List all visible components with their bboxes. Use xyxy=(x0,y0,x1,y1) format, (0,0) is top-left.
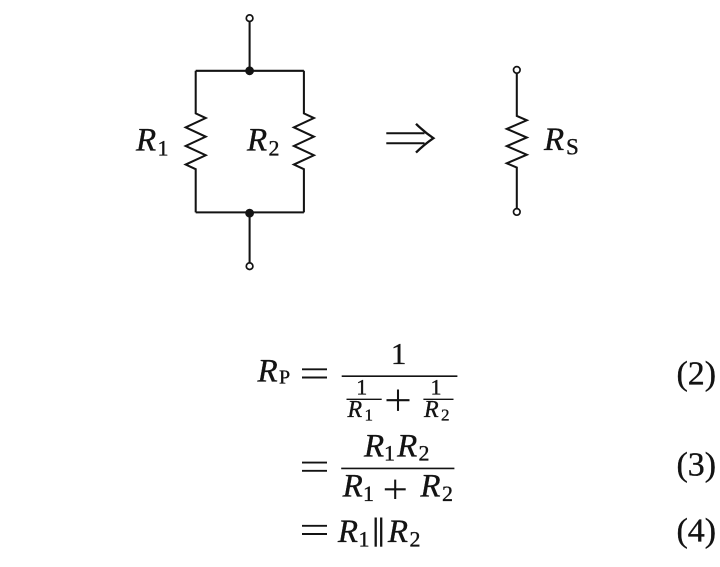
svg-text:1: 1 xyxy=(431,375,442,400)
svg-text:1: 1 xyxy=(391,336,407,371)
svg-text:2: 2 xyxy=(442,481,453,506)
svg-text:R: R xyxy=(419,469,440,505)
svg-text:1: 1 xyxy=(356,375,367,400)
svg-text:R: R xyxy=(257,354,278,390)
svg-text:1: 1 xyxy=(363,481,374,506)
svg-text:(4): (4) xyxy=(676,513,716,550)
svg-text:1: 1 xyxy=(158,136,169,161)
svg-text:1: 1 xyxy=(384,441,395,466)
svg-text:R: R xyxy=(363,428,384,464)
svg-text:2: 2 xyxy=(269,136,280,161)
svg-text:(3): (3) xyxy=(676,447,716,484)
svg-text:S: S xyxy=(566,135,579,160)
svg-text:R: R xyxy=(246,123,267,159)
svg-text:2: 2 xyxy=(410,527,421,552)
svg-text:1: 1 xyxy=(365,406,374,425)
svg-text:R: R xyxy=(337,514,358,550)
svg-text:R: R xyxy=(342,469,363,505)
svg-text:2: 2 xyxy=(419,441,430,466)
svg-text:P: P xyxy=(279,367,290,389)
svg-text:R: R xyxy=(423,397,439,423)
svg-text:R: R xyxy=(135,123,156,159)
svg-text:(2): (2) xyxy=(676,355,716,392)
svg-text:R: R xyxy=(543,122,564,158)
svg-text:R: R xyxy=(396,428,417,464)
svg-text:2: 2 xyxy=(441,406,450,425)
svg-text:R: R xyxy=(387,514,408,550)
svg-text:R: R xyxy=(347,397,363,423)
svg-text:1: 1 xyxy=(359,527,370,552)
